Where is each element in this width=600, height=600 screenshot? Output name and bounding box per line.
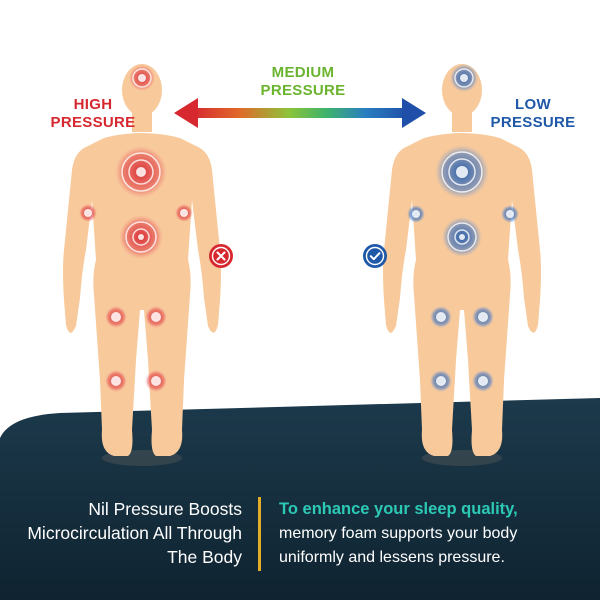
high-pressure-points: [79, 65, 193, 392]
pressure-point-chest: [115, 146, 167, 198]
pressure-point-left-knee: [430, 370, 452, 392]
pressure-point-head: [450, 64, 478, 92]
pressure-point-left-thigh: [105, 306, 127, 328]
pressure-point-right-knee: [145, 370, 167, 392]
check-circle-icon: [363, 244, 387, 268]
pressure-point-left-elbow: [79, 204, 97, 222]
pressure-point-chest: [435, 145, 489, 199]
caption-right: To enhance your sleep quality, memory fo…: [279, 497, 579, 570]
pressure-point-abdomen: [442, 217, 482, 257]
caption-highlight: To enhance your sleep quality,: [279, 500, 518, 518]
low-pressure-points: [407, 64, 519, 392]
pressure-point-head: [129, 65, 155, 91]
caption-divider: [258, 497, 261, 571]
pressure-point-abdomen: [119, 215, 163, 259]
caption-body: memory foam supports your body uniformly…: [279, 525, 518, 566]
pressure-point-right-thigh: [472, 306, 494, 328]
pressure-point-left-thigh: [430, 306, 452, 328]
pressure-point-right-knee: [472, 370, 494, 392]
pressure-point-left-elbow: [407, 205, 425, 223]
pressure-point-right-elbow: [175, 204, 193, 222]
pressure-point-right-thigh: [145, 306, 167, 328]
caption-left: Nil Pressure Boosts Microcirculation All…: [27, 499, 242, 567]
pressure-point-left-knee: [105, 370, 127, 392]
x-circle-icon: [209, 244, 233, 268]
pressure-scale-arrow: [174, 98, 426, 128]
pressure-point-right-elbow: [501, 205, 519, 223]
